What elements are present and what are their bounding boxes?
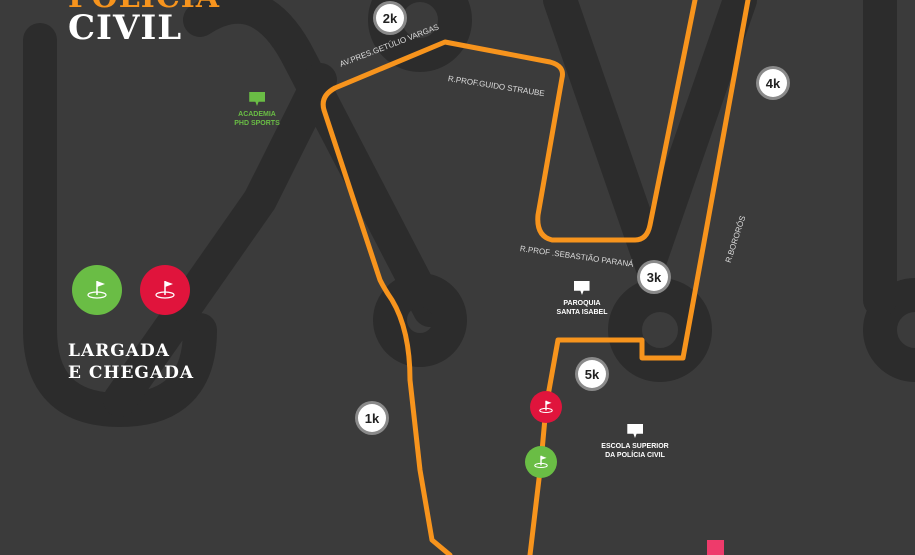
poi-academia-phd-sports: ACADEMIA PHD SPORTS bbox=[234, 92, 280, 128]
map-pin-icon bbox=[573, 281, 590, 295]
km-marker-2k: 2k bbox=[376, 4, 404, 32]
poi-name-line1: ESCOLA SUPERIOR bbox=[601, 443, 669, 450]
km-marker-5k: 5k bbox=[578, 360, 606, 388]
poi-paroquia-santa-isabel: PAROQUIA SANTA ISABEL bbox=[556, 281, 608, 317]
legend-label-line1: LARGADA bbox=[68, 341, 170, 361]
map-pin-icon bbox=[248, 92, 265, 106]
poi-name-line1: PAROQUIA bbox=[563, 300, 601, 307]
km-marker-4k: 4k bbox=[759, 69, 787, 97]
legend-start-flag-icon bbox=[72, 265, 122, 315]
km-marker-1k: 1k bbox=[358, 404, 386, 432]
finish-flag-icon bbox=[530, 391, 562, 423]
map-pin-icon bbox=[626, 424, 643, 438]
legend-finish-flag-icon bbox=[140, 265, 190, 315]
start-flag-icon bbox=[525, 446, 557, 478]
pink-marker bbox=[707, 540, 724, 555]
poi-escola-superior-policia-civil: ESCOLA SUPERIOR DA POLÍCIA CIVIL bbox=[601, 424, 669, 460]
poi-name-line2: SANTA ISABEL bbox=[556, 309, 608, 316]
km-marker-3k: 3k bbox=[640, 263, 668, 291]
title-civil: CIVIL bbox=[68, 8, 183, 48]
poi-name-line2: DA POLÍCIA CIVIL bbox=[605, 452, 665, 459]
title-policia: POLÍCIA bbox=[68, 0, 220, 15]
legend-label: LARGADA E CHEGADA bbox=[68, 340, 194, 384]
poi-name-line1: ACADEMIA bbox=[238, 111, 276, 118]
legend-label-line2: E CHEGADA bbox=[68, 363, 195, 383]
poi-name-line2: PHD SPORTS bbox=[234, 120, 280, 127]
